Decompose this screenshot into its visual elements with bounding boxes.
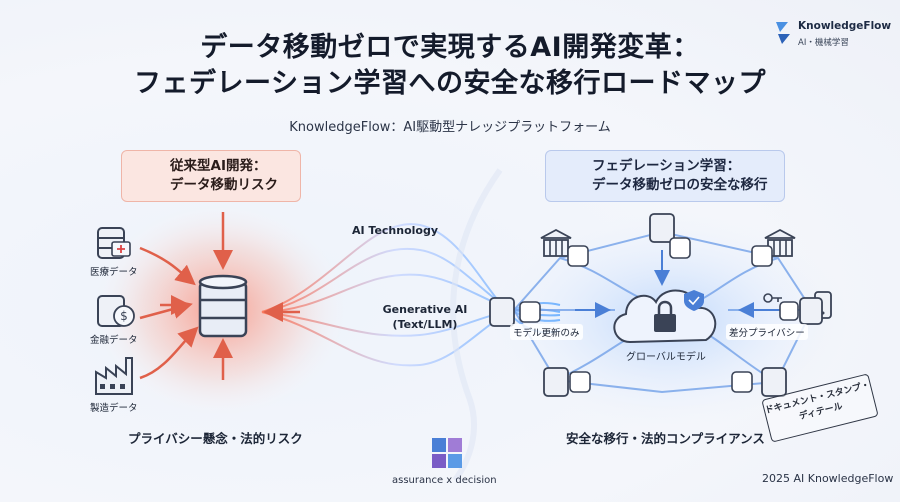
ai-technology-label: AI Technology xyxy=(351,224,439,237)
source-label-finance: 金融データ xyxy=(90,335,138,346)
dollar-icon: $ xyxy=(97,295,135,327)
model-update-label: モデル更新のみ xyxy=(510,324,583,340)
assurance-logo-icon xyxy=(432,438,462,468)
generative-ai-line-1: Generative AI xyxy=(382,303,468,316)
medical-database-icon xyxy=(97,227,131,259)
federation-heading-line-2: データ移動ゼロの安全な移行 xyxy=(592,177,768,193)
cloud-lock-icon xyxy=(613,289,717,344)
source-label-manufacturing: 製造データ xyxy=(90,403,138,414)
risk-heading-line-2: データ移動リスク xyxy=(170,177,278,193)
footer-copyright: 2025 AI KnowledgeFlow xyxy=(762,472,894,485)
risk-bottom-label: プライバシー懸念・法的リスク xyxy=(128,431,303,446)
generative-ai-line-2: (Text/LLM) xyxy=(392,318,458,331)
knowledgeflow-logo-icon xyxy=(776,22,790,44)
factory-icon xyxy=(95,357,133,395)
global-model-label: グローバルモデル xyxy=(626,352,706,363)
node-databases xyxy=(489,213,823,397)
title-line-2: フェデレーション学習への安全な移行ロードマップ xyxy=(134,68,766,99)
generative-ai-label: Generative AI (Text/LLM) xyxy=(370,302,480,332)
risk-arrows xyxy=(139,212,300,380)
risk-heading-line-1: 従来型AI開発： xyxy=(170,158,267,174)
page-subtitle: KnowledgeFlow：AI駆動型ナレッジプラットフォーム xyxy=(289,120,611,135)
key-icon xyxy=(763,293,782,303)
federation-heading-line-1: フェデレーション学習： xyxy=(592,158,741,174)
federation-heading-box: フェデレーション学習： データ移動ゼロの安全な移行 xyxy=(545,150,785,202)
safe-bottom-label: 安全な移行・法的コンプライアンス xyxy=(566,431,765,446)
brand-name: KnowledgeFlow xyxy=(798,20,892,32)
brain-icons xyxy=(519,237,799,393)
footer-logo-text: assurance x decision xyxy=(392,475,497,486)
title-line-1: データ移動ゼロで実現するAI開発変革： xyxy=(200,32,700,63)
risk-heading-box: 従来型AI開発： データ移動リスク xyxy=(121,150,301,202)
page-title: データ移動ゼロで実現するAI開発変革： フェデレーション学習への安全な移行ロード… xyxy=(0,30,900,102)
svg-text:$: $ xyxy=(120,309,128,323)
brand-block: KnowledgeFlow AI・機械学習 xyxy=(770,18,895,52)
source-label-medical: 医療データ xyxy=(90,267,138,278)
central-database-icon xyxy=(198,274,248,338)
differential-privacy-label: 差分プライバシー xyxy=(726,324,808,340)
brand-tagline: AI・機械学習 xyxy=(798,38,849,48)
